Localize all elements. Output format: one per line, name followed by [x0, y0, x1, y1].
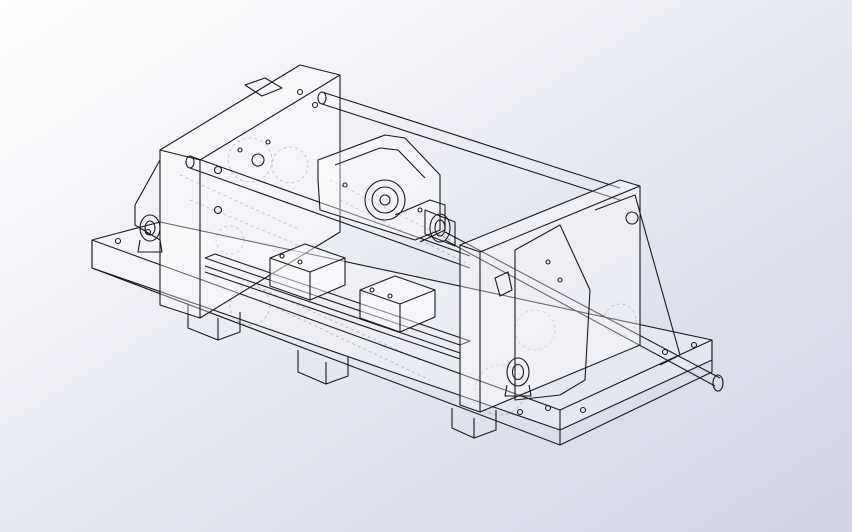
eye-bolt-left [137, 214, 163, 253]
center-gear-bracket [317, 134, 446, 243]
lead-screw [444, 231, 724, 392]
slider-block-right [359, 275, 436, 333]
model-lines [91, 64, 724, 446]
right-end-frame [459, 179, 681, 413]
front-guide-rod [185, 155, 471, 269]
support-feet [187, 305, 497, 439]
slider-block-left [269, 243, 346, 301]
eye-bolt-front [504, 357, 532, 397]
linear-rail [204, 253, 471, 360]
rear-guide-rod [317, 91, 621, 201]
